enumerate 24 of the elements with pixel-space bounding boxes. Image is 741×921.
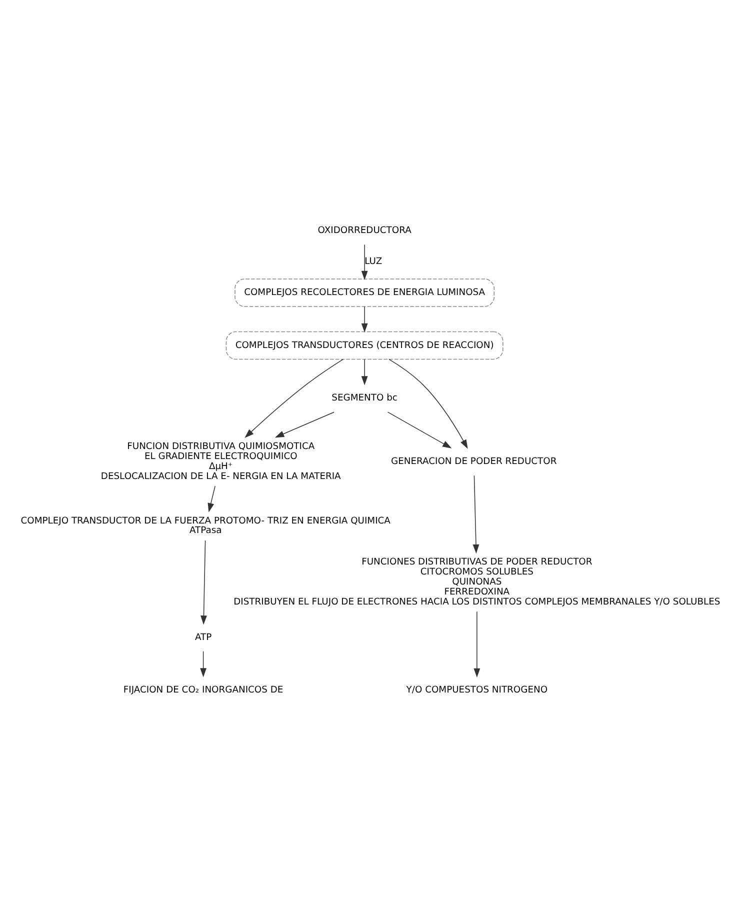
node-box: COMPLEJOS TRANSDUCTORES (CENTROS DE REACCION) [226, 331, 504, 360]
arrow [200, 540, 207, 625]
node-text: FUNCION DISTRIBUTIVA QUIMIOSMOTICA EL GRADIENTE ELECTROQUIMICO ΔμH⁺ DESLOCALIZACION DE LA E- NERGIA EN LA MATERIA [100, 441, 341, 482]
arrow [388, 358, 468, 449]
node-text: GENERACION DE PODER REDUCTOR [391, 456, 557, 468]
node-text: ATP [194, 632, 212, 643]
arrow [387, 412, 452, 448]
arrow [200, 651, 207, 678]
node-text: FIJACION DE CO₂ INORGANICOS DE [123, 684, 284, 696]
arrow [361, 359, 368, 386]
arrow [208, 486, 216, 512]
node-text: COMPLEJO TRANSDUCTOR DE LA FUERZA PROTOMO- TRIZ EN ENERGIA QUIMICA ATPasa [20, 515, 390, 536]
node-text: Y/O COMPUESTOS NITROGENO [406, 684, 548, 696]
node-text: FUNCIONES DISTRIBUTIVAS DE PODER REDUCTOR CITOCROMOS SOLUBLES QUINONAS FERREDOXINA DISTRIBUYEN EL FLUJO DE ELECTRONES HACIA LOS DISTINTOS COMPLEJOS MEMBRANALES Y/O SOLUBLES [234, 556, 720, 608]
edge-label: LUZ [364, 256, 382, 268]
node-text: OXIDORREDUCTORA [318, 225, 412, 236]
arrow [361, 306, 368, 333]
arrow [472, 475, 480, 554]
arrow [361, 244, 368, 280]
arrow [474, 611, 480, 678]
node-text: SEGMENTO bc [332, 392, 398, 404]
node-box: COMPLEJOS RECOLECTORES DE ENERGIA LUMINOSA [234, 278, 495, 307]
arrow [244, 358, 344, 438]
arrow [274, 412, 334, 438]
